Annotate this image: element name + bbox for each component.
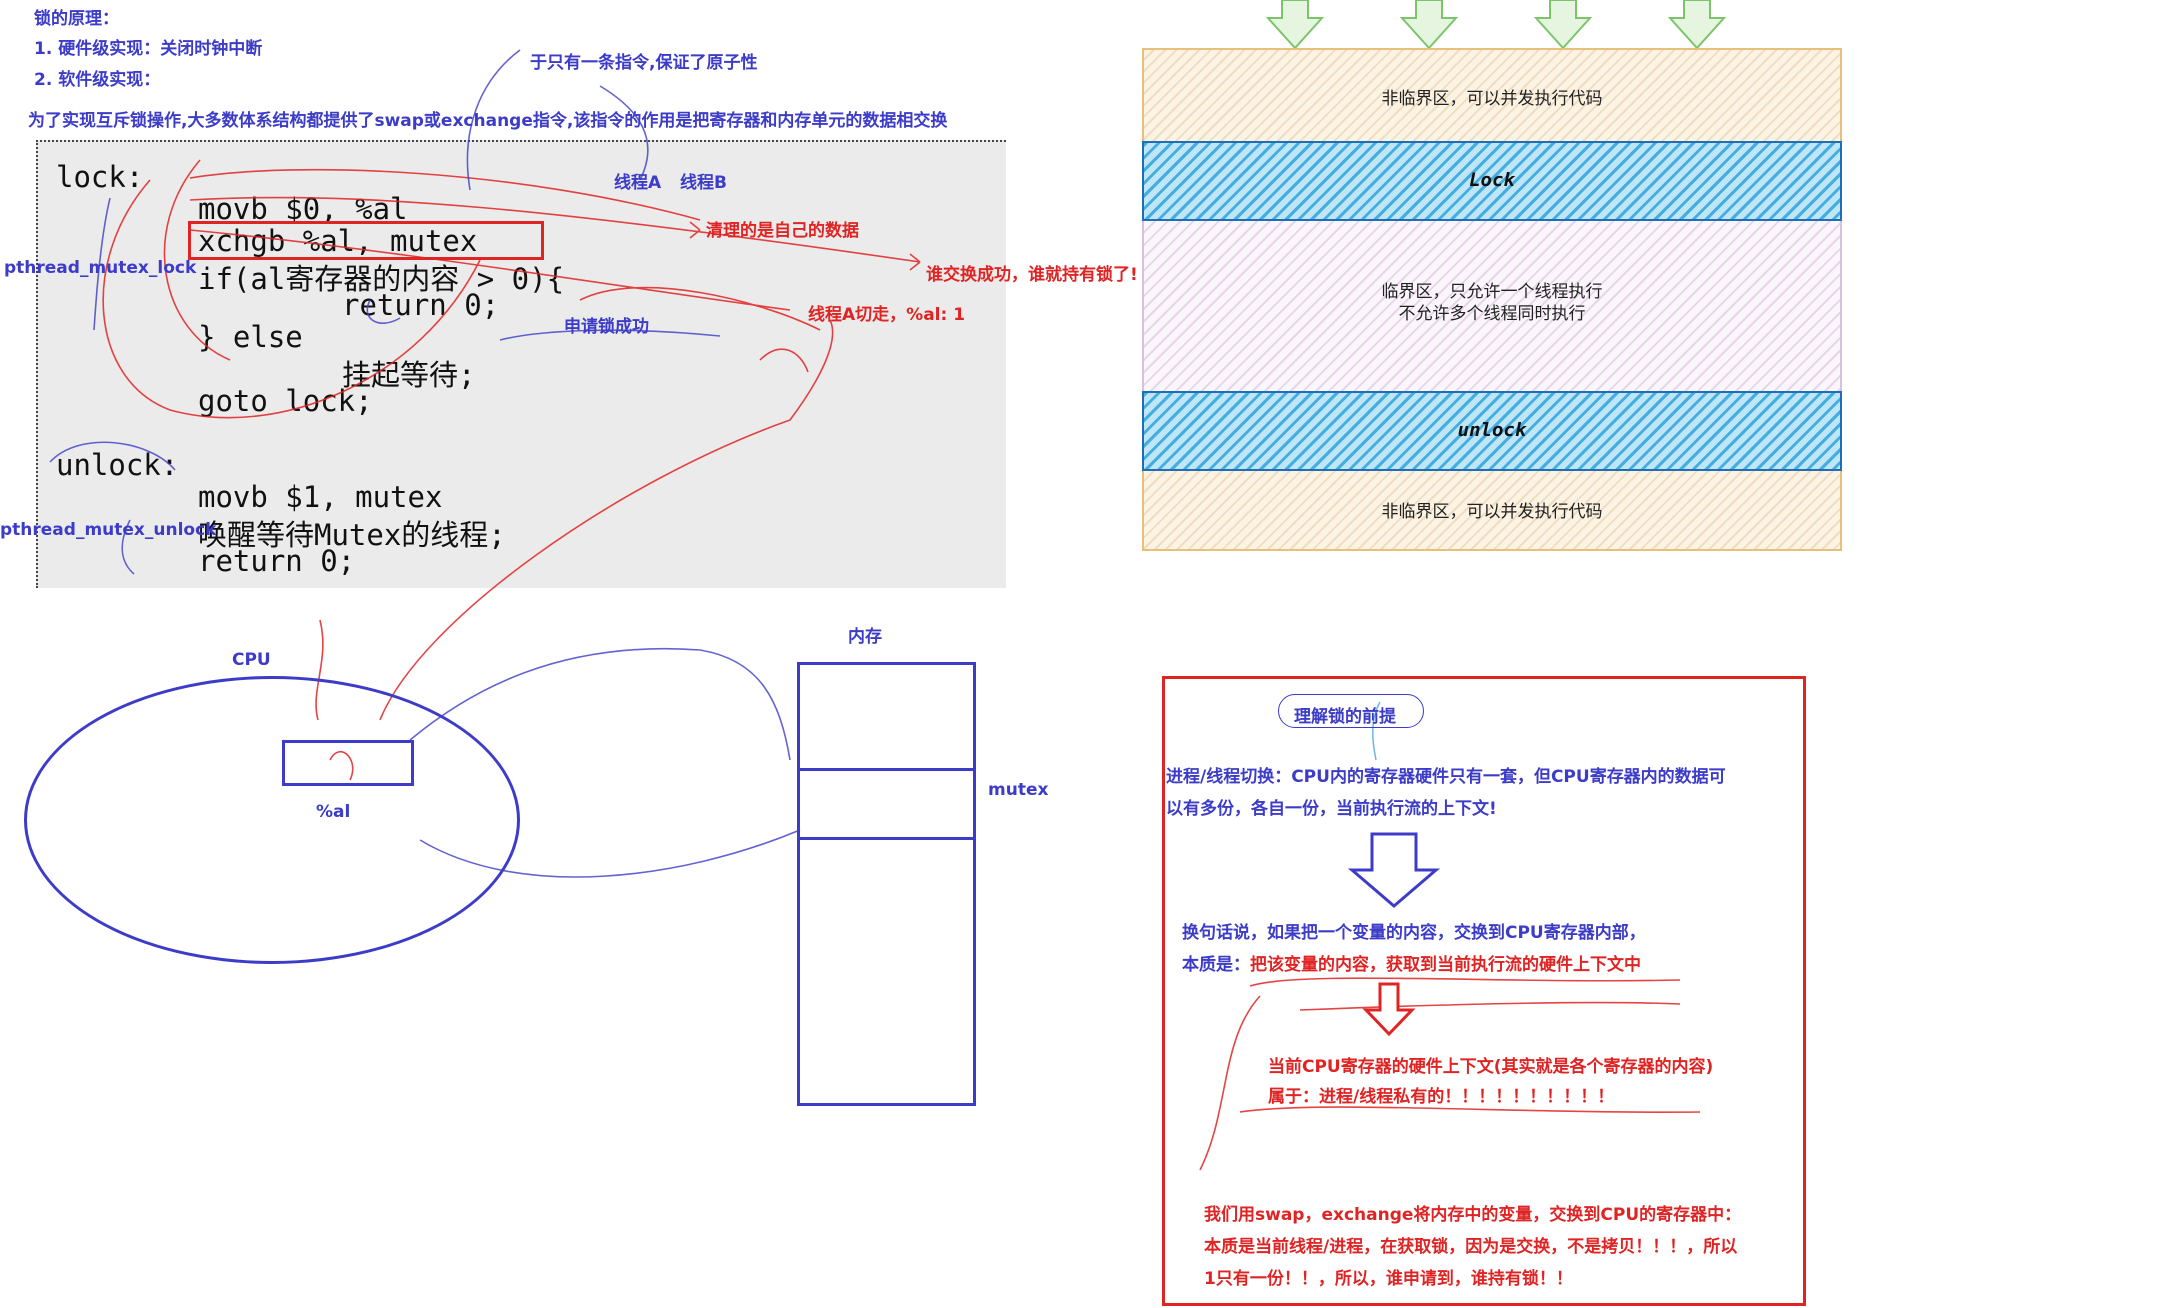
register-label: %al bbox=[316, 802, 351, 822]
apply-success-note: 申请锁成功 bbox=[564, 317, 649, 337]
code-line: movb $1, mutex bbox=[198, 480, 443, 514]
explanation-box bbox=[1162, 676, 1806, 1306]
critical-text-2: 不允许多个线程同时执行 bbox=[1398, 304, 1586, 324]
explanation-p1-line2: 以有多份，各自一份，当前执行流的上下文! bbox=[1166, 799, 1497, 819]
explanation-p2-highlight: 把该变量的内容，获取到当前执行流的硬件上下文中 bbox=[1250, 955, 1641, 975]
code-line: } else bbox=[198, 320, 303, 354]
explanation-p3-line2: 属于：进程/线程私有的！！！！！！！！！！ bbox=[1268, 1087, 1615, 1107]
code-line: if(al寄存器的内容 > 0){ bbox=[198, 262, 565, 296]
explanation-p2-prefix: 本质是： bbox=[1182, 955, 1250, 975]
explanation-p3-line1: 当前CPU寄存器的硬件上下文(其实就是各个寄存器的内容) bbox=[1268, 1057, 1714, 1077]
unlock-band-label: unlock bbox=[1457, 419, 1527, 441]
explanation-p4-line3: 1只有一份！！，所以，谁申请到，谁持有锁！！ bbox=[1204, 1269, 1573, 1289]
code-line: 挂起等待; bbox=[342, 358, 476, 392]
code-lock-label: lock: bbox=[56, 160, 144, 194]
lock-band-label: Lock bbox=[1469, 169, 1515, 191]
non-critical-top-text: 非临界区，可以并发执行代码 bbox=[1381, 89, 1603, 109]
code-block: lock: movb $0, %al xchgb %al, mutex if(a… bbox=[36, 140, 1006, 588]
mutex-cell bbox=[797, 768, 976, 840]
non-critical-bottom-band: 非临界区，可以并发执行代码 bbox=[1142, 471, 1842, 551]
critical-band: 临界区，只允许一个线程执行 不允许多个线程同时执行 bbox=[1142, 221, 1842, 393]
explanation-tag: 理解锁的前提 bbox=[1294, 707, 1396, 727]
code-line: return 0; bbox=[342, 288, 500, 322]
heading-software: 2. 软件级实现： bbox=[34, 70, 161, 90]
explanation-p1-line1: 进程/线程切换：CPU内的寄存器硬件只有一套，但CPU寄存器内的数据可 bbox=[1166, 767, 1726, 787]
atomic-note: 于只有一条指令,保证了原子性 bbox=[530, 53, 758, 73]
who-swaps-note: 谁交换成功，谁就持有锁了! bbox=[926, 265, 1138, 285]
non-critical-bottom-text: 非临界区，可以并发执行代码 bbox=[1381, 502, 1603, 522]
cpu-label: CPU bbox=[232, 650, 271, 670]
explanation-p4-line1: 我们用swap，exchange将内存中的变量，交换到CPU的寄存器中： bbox=[1204, 1205, 1742, 1225]
memory-label: 内存 bbox=[848, 627, 882, 647]
code-line: return 0; bbox=[198, 544, 356, 578]
thread-b-label: 线程B bbox=[680, 173, 727, 193]
unlock-band: unlock bbox=[1142, 391, 1842, 471]
heading-hardware: 1. 硬件级实现：关闭时钟中断 bbox=[34, 39, 263, 59]
mutex-label: mutex bbox=[988, 780, 1049, 800]
explanation-tag-outline bbox=[1278, 694, 1424, 728]
explanation-p2-line1: 换句话说，如果把一个变量的内容，交换到CPU寄存器内部， bbox=[1182, 923, 1646, 943]
thread-switch-note: 线程A切走，%al: 1 bbox=[808, 305, 966, 325]
non-critical-top-band: 非临界区，可以并发执行代码 bbox=[1142, 48, 1842, 144]
explanation-p2-line2: 本质是：把该变量的内容，获取到当前执行流的硬件上下文中 bbox=[1182, 950, 1641, 975]
thread-a-label: 线程A bbox=[614, 173, 662, 193]
critical-text-1: 临界区，只允许一个线程执行 bbox=[1381, 282, 1603, 302]
mutex-lock-fn-label: pthread_mutex_lock bbox=[4, 258, 197, 278]
code-line: xchgb %al, mutex bbox=[198, 224, 478, 258]
explanation-p4-line2: 本质是当前线程/进程，在获取锁，因为是交换，不是拷贝！！！，所以 bbox=[1204, 1237, 1738, 1257]
lock-band: Lock bbox=[1142, 141, 1842, 221]
xchgb-highlight-box bbox=[188, 221, 544, 260]
code-line: 唤醒等待Mutex的线程; bbox=[198, 518, 506, 552]
mutex-unlock-fn-label: pthread_mutex_unlock bbox=[0, 520, 217, 540]
code-line: goto lock; bbox=[198, 384, 373, 418]
memory-column bbox=[797, 662, 976, 1106]
swap-note: 为了实现互斥锁操作,大多数体系结构都提供了swap或exchange指令,该指令… bbox=[28, 111, 948, 131]
register-box bbox=[282, 740, 414, 786]
clear-own-note: 清理的是自己的数据 bbox=[706, 221, 859, 241]
code-unlock-label: unlock: bbox=[56, 448, 179, 482]
heading-title: 锁的原理： bbox=[34, 9, 119, 29]
cpu-ellipse bbox=[24, 676, 520, 964]
